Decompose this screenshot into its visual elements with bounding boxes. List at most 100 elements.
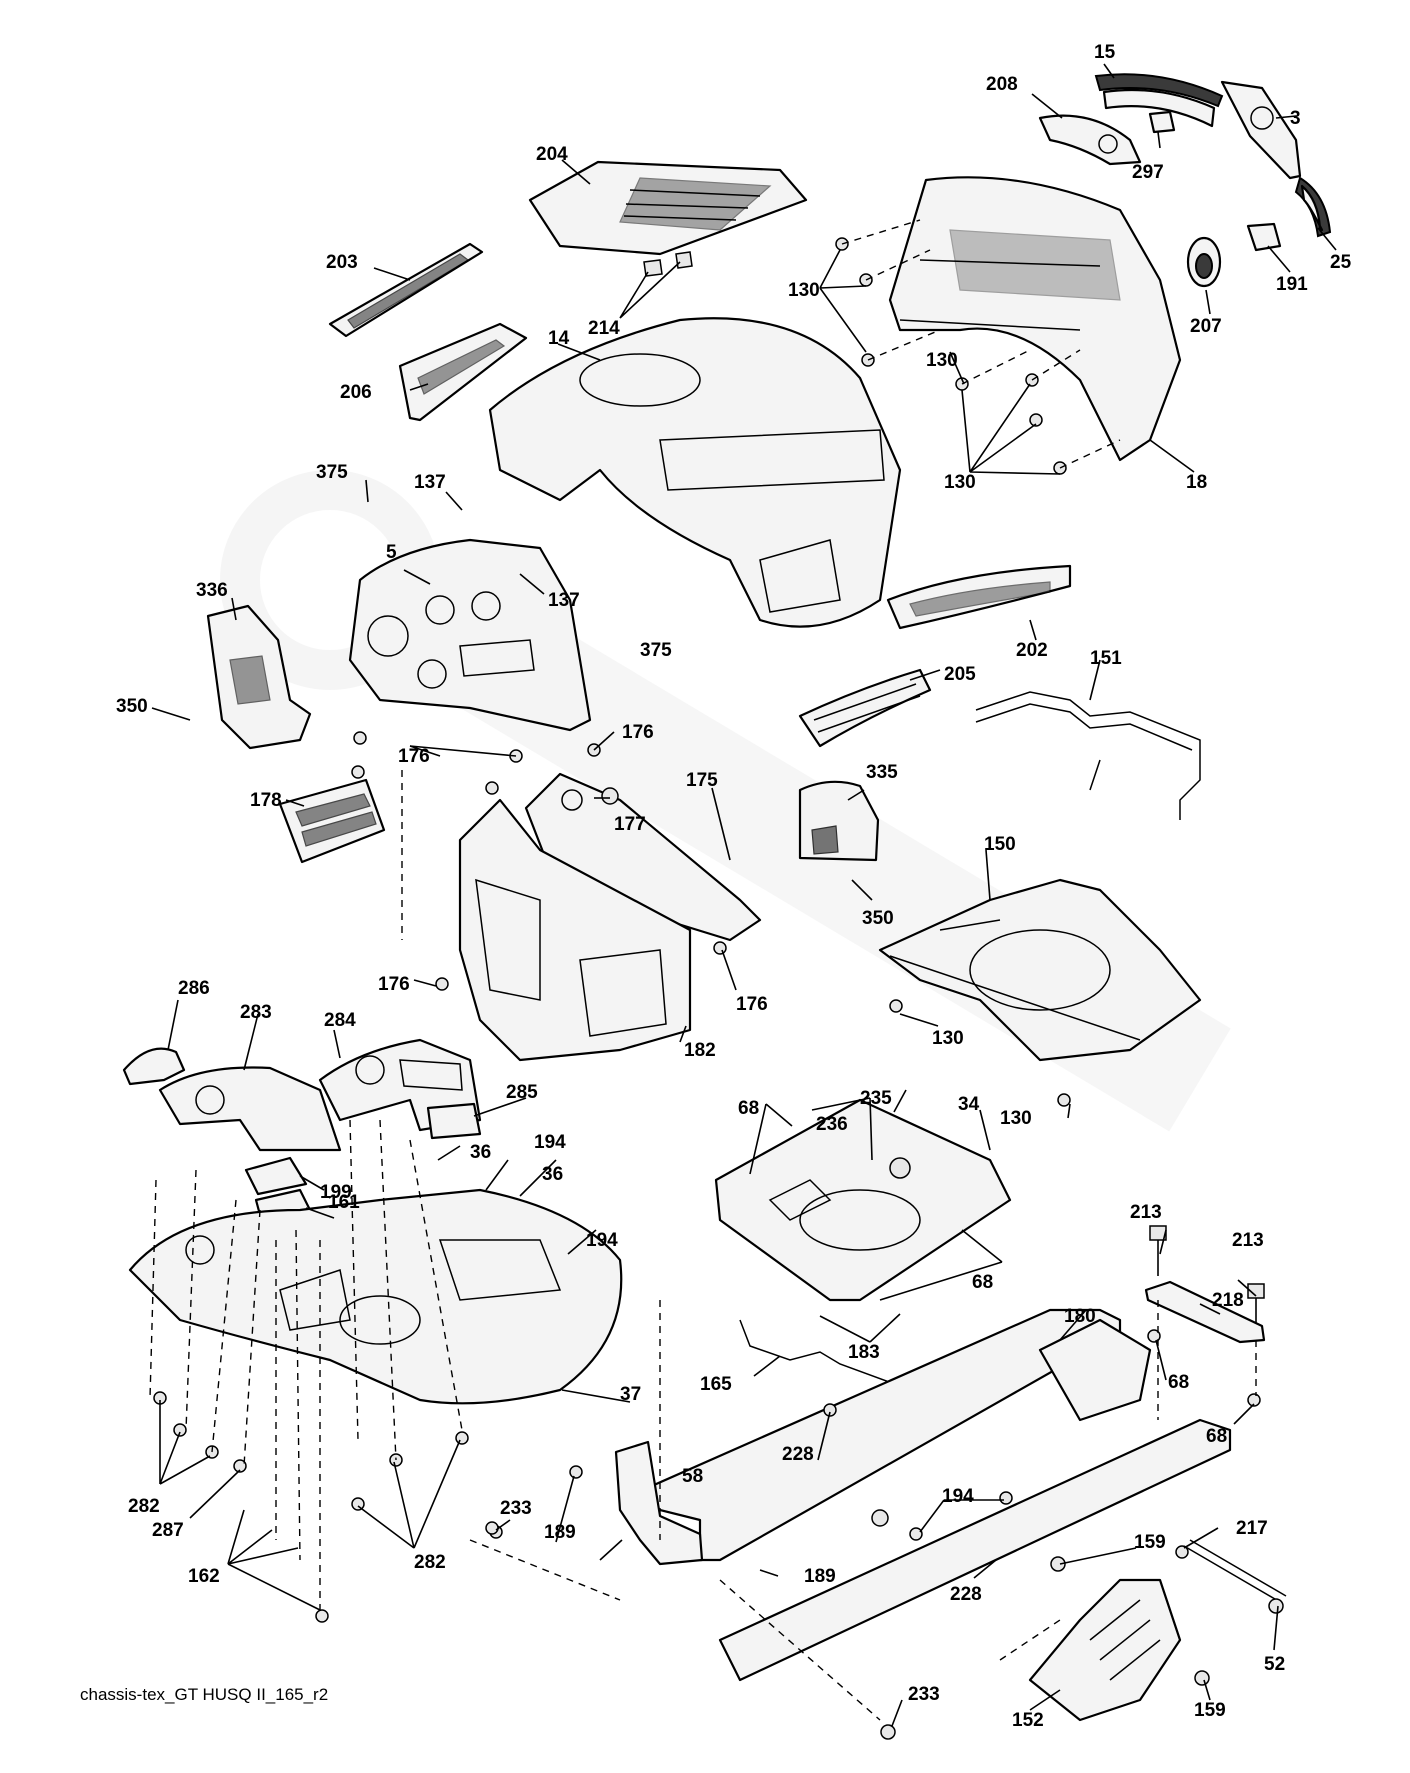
part-203-grille-insert (328, 242, 484, 338)
callout-283: 283 (240, 1002, 272, 1023)
callout-151: 151 (1090, 648, 1122, 669)
part-180-frame (618, 1308, 1232, 1682)
callout-214: 214 (588, 318, 620, 339)
part-34-seat-plate (714, 1098, 1012, 1302)
callout-159-b: 159 (1194, 1700, 1226, 1721)
callout-14: 14 (548, 328, 570, 349)
callout-203: 203 (326, 252, 358, 273)
callout-161: 161 (328, 1192, 360, 1213)
callout-68-c: 68 (1168, 1372, 1189, 1393)
callout-235: 235 (860, 1088, 892, 1109)
callout-180: 180 (1064, 1306, 1096, 1327)
part-208-headlight-bracket (1038, 114, 1142, 166)
callout-375-b: 375 (640, 640, 672, 661)
callout-137-a: 137 (414, 472, 446, 493)
callout-68-d: 68 (1206, 1426, 1227, 1447)
part-15-lens-strip (1094, 73, 1224, 128)
part-204-hood-panel (528, 160, 808, 256)
callout-68-a: 68 (738, 1098, 759, 1119)
callout-228-b: 228 (950, 1584, 982, 1605)
part-205-trim-strip (798, 668, 932, 748)
callout-176-a: 176 (622, 722, 654, 743)
assembly-lines (149, 219, 1257, 1721)
callout-130-e: 130 (1000, 1108, 1032, 1129)
callout-36-a: 36 (470, 1142, 491, 1163)
part-58-bracket (614, 1440, 704, 1566)
part-207-socket (1186, 236, 1222, 288)
callout-183: 183 (848, 1342, 880, 1363)
callout-207: 207 (1190, 316, 1222, 337)
callout-191: 191 (1276, 274, 1308, 295)
callout-350-a: 350 (116, 696, 148, 717)
callout-233-b: 233 (908, 1684, 940, 1705)
callout-233-a: 233 (500, 1498, 532, 1519)
part-218-bracket (1144, 1280, 1266, 1344)
callout-159-a: 159 (1134, 1532, 1166, 1553)
callout-217: 217 (1236, 1518, 1268, 1539)
callout-285: 285 (506, 1082, 538, 1103)
part-335-side-panel (798, 780, 880, 862)
callout-218: 218 (1212, 1290, 1244, 1311)
callout-130-a: 130 (788, 280, 820, 301)
part-285-seal (426, 1102, 482, 1140)
part-178-vent-plate (278, 778, 386, 864)
callout-236: 236 (816, 1114, 848, 1135)
part-202-grille (886, 564, 1072, 630)
callout-176-c: 176 (378, 974, 410, 995)
callout-37: 37 (620, 1384, 641, 1405)
part-150-floor-pan (878, 878, 1202, 1062)
callout-5: 5 (386, 542, 397, 563)
callout-194-b: 194 (586, 1230, 618, 1251)
callout-25: 25 (1330, 252, 1352, 273)
part-5-dashboard (348, 538, 592, 732)
callout-194-c: 194 (942, 1486, 974, 1507)
callout-130-d: 130 (932, 1028, 964, 1049)
callout-152: 152 (1012, 1710, 1044, 1731)
callout-286: 286 (178, 978, 210, 999)
callout-176-d: 176 (736, 994, 768, 1015)
part-336-side-panel (206, 604, 312, 750)
part-151-bracket (975, 691, 1201, 820)
part-191-bulb (1246, 222, 1282, 252)
callout-68-b: 68 (972, 1272, 993, 1293)
callout-34: 34 (958, 1094, 980, 1115)
part-283-fender-cover-left (158, 1066, 342, 1152)
callout-130-b: 130 (926, 350, 958, 371)
callout-130-c: 130 (944, 472, 976, 493)
diagram-caption: chassis-tex_GT HUSQ II_165_r2 (80, 1685, 328, 1704)
part-165-rod (739, 1319, 901, 1387)
part-297-clip (1148, 110, 1176, 134)
part-214-clips (643, 251, 693, 277)
callout-213-b: 213 (1232, 1230, 1264, 1251)
part-213-bolts (1149, 1225, 1265, 1324)
callout-137-b: 137 (548, 590, 580, 611)
part-37-rear-fender (128, 1188, 623, 1405)
callout-204: 204 (536, 144, 568, 165)
callout-189-a: 189 (544, 1522, 576, 1543)
callout-36-b: 36 (542, 1164, 563, 1185)
callout-165: 165 (700, 1374, 732, 1395)
callout-297: 297 (1132, 162, 1164, 183)
callout-208: 208 (986, 74, 1018, 95)
callout-3: 3 (1290, 108, 1301, 129)
callout-375-a: 375 (316, 462, 348, 483)
part-206-vent-insert (398, 322, 528, 422)
callout-194-a: 194 (534, 1132, 566, 1153)
callout-282-a: 282 (128, 1496, 160, 1517)
callout-287: 287 (152, 1520, 184, 1541)
callout-228-a: 228 (782, 1444, 814, 1465)
callout-350-b: 350 (862, 908, 894, 929)
callout-284: 284 (324, 1010, 356, 1031)
callout-182: 182 (684, 1040, 716, 1061)
callout-52: 52 (1264, 1654, 1285, 1675)
callout-177: 177 (614, 814, 646, 835)
callout-178: 178 (250, 790, 282, 811)
callout-18: 18 (1186, 472, 1207, 493)
callout-189-b: 189 (804, 1566, 836, 1587)
callout-202: 202 (1016, 640, 1048, 661)
leader-lines (151, 63, 1337, 1727)
callout-150: 150 (984, 834, 1016, 855)
callout-58: 58 (682, 1466, 703, 1487)
fasteners (153, 237, 1284, 1740)
